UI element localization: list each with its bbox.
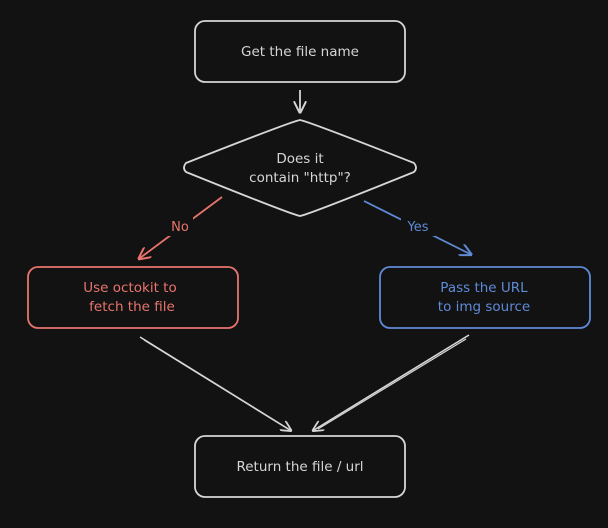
arrow-pass-url-to-return	[314, 334, 470, 430]
pass-url-label-line1: Pass the URL	[440, 280, 528, 296]
no-branch-label: No	[171, 220, 189, 235]
return-node-label: Return the file / url	[236, 459, 363, 475]
start-node-label: Get the file name	[241, 44, 359, 60]
yes-branch-label: Yes	[407, 220, 429, 235]
no-label-background	[167, 216, 193, 236]
decision-node: Does it contain "http"?	[183, 119, 417, 217]
octokit-label-line1: Use octokit to	[83, 280, 176, 296]
yes-label-background	[401, 216, 435, 236]
decision-label-line2: contain "http"?	[249, 170, 351, 186]
pass-url-node: Pass the URL to img source	[379, 266, 591, 329]
decision-label-line1: Does it	[276, 151, 323, 167]
arrow-octokit-to-return	[139, 336, 290, 430]
octokit-label-line2: fetch the file	[89, 299, 175, 315]
start-node: Get the file name	[194, 20, 406, 83]
octokit-node: Use octokit to fetch the file	[27, 266, 239, 329]
return-node: Return the file / url	[194, 435, 406, 498]
pass-url-label-line2: to img source	[438, 299, 530, 315]
